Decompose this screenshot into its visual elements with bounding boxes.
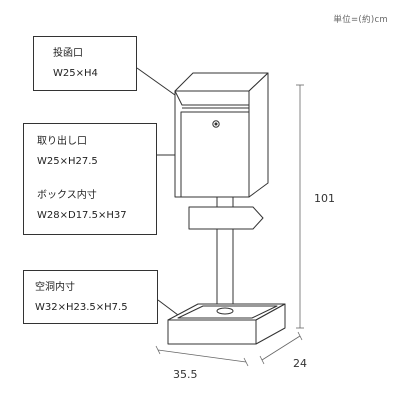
slot-title: 投函口	[53, 48, 83, 59]
box-inner-title: ボックス内寸	[37, 190, 97, 201]
base-cavity-size: W32×H23.5×H7.5	[35, 302, 128, 313]
base-cavity-callout: 空洞内寸 W32×H23.5×H7.5	[23, 270, 158, 324]
height-dimension	[296, 84, 304, 329]
arrow-sign	[188, 206, 264, 310]
slot-callout: 投函口 W25×H4	[33, 36, 137, 91]
base-cavity-title: 空洞内寸	[35, 282, 75, 293]
depth-label: 24	[293, 357, 307, 370]
depth-dimension	[259, 331, 303, 365]
width-dimension	[155, 345, 249, 367]
mailbox	[174, 72, 269, 198]
base	[167, 303, 286, 345]
outlet-title: 取り出し口	[37, 136, 87, 147]
outlet-size: W25×H27.5	[37, 156, 98, 167]
width-label: 35.5	[173, 368, 198, 381]
box-inner-size: W28×D17.5×H37	[37, 210, 127, 221]
outlet-callout: 取り出し口 W25×H27.5 ボックス内寸 W28×D17.5×H37	[23, 123, 157, 235]
height-label: 101	[314, 192, 335, 205]
slot-size: W25×H4	[53, 68, 98, 79]
unit-note: 単位=(約)cm	[333, 15, 388, 25]
